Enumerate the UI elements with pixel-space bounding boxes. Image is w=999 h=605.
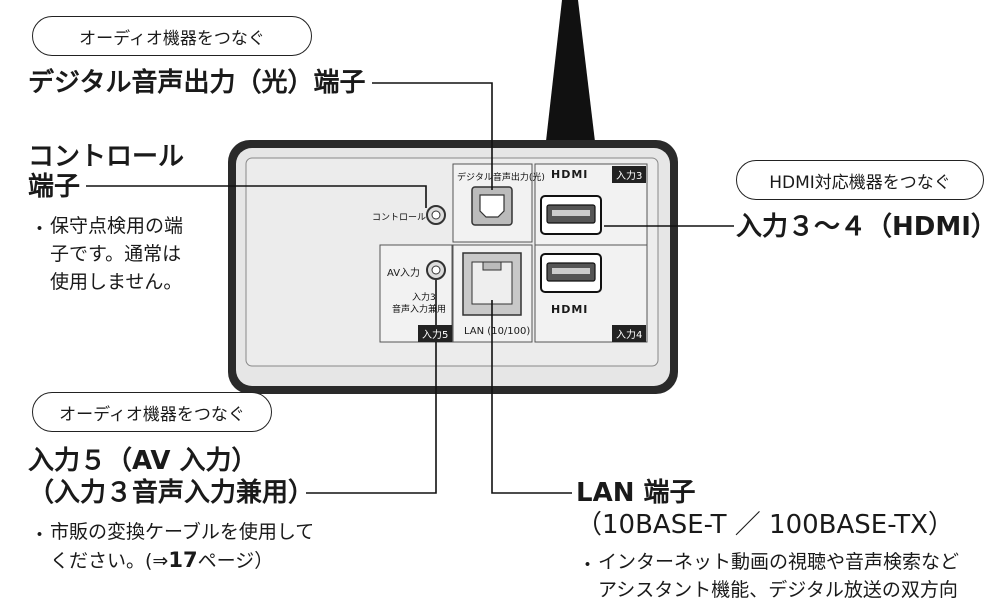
lan-leader [491, 300, 572, 494]
control-note-bullet: ・ [30, 218, 50, 240]
control-terminal-title-line2: 端子 [28, 172, 81, 202]
av-input-title-line1: 入力５（AV 入力） [28, 446, 258, 476]
control-note-line1: 保守点検用の端 [50, 215, 184, 237]
panel-av-sub2: 音声入力兼用 [392, 305, 447, 315]
control-leader [86, 185, 427, 208]
panel-control-label: コントロール [372, 213, 427, 223]
av-note-line2: ください。(⇒17ページ） [50, 548, 274, 572]
av-note-bullet: ・ [30, 524, 50, 546]
panel-lan-label: LAN (10/100) [464, 326, 531, 337]
lan-note-line2: アシスタント機能、デジタル放送の双方向 [598, 579, 958, 601]
hdmi-logo-top: HDMI [551, 168, 589, 181]
antenna-shape [545, 0, 596, 150]
panel-av-sub1: 入力3 [412, 293, 436, 303]
input3-tag: 入力3 [612, 166, 647, 183]
panel-av-label: AV入力 [387, 268, 421, 279]
hdmi-input-title: 入力３～４（HDMI） [736, 212, 997, 242]
panel-optical-label: デジタル音声出力(光) [457, 173, 545, 183]
control-note-line3: 使用しません。 [50, 271, 183, 293]
av-note-page-ref: 17 [168, 548, 198, 572]
av-leader [306, 280, 437, 494]
audio-connect-pill-top: オーディオ機器をつなぐ [32, 16, 312, 56]
lan-note-line1: インターネット動画の視聴や音声検索など [598, 551, 960, 573]
av-note-line1: 市販の変換ケーブルを使用して [50, 521, 315, 543]
input5-tag: 入力5 [418, 325, 453, 342]
hdmi-connect-pill: HDMI対応機器をつなぐ [736, 160, 984, 200]
optical-terminal-title: デジタル音声出力（光）端子 [28, 68, 366, 98]
av-input-title-line2: （入力３音声入力兼用） [28, 478, 315, 508]
control-terminal-title-line1: コントロール [28, 142, 185, 172]
optical-leader [372, 82, 493, 190]
input4-tag: 入力4 [612, 325, 647, 342]
lan-terminal-title-line2: （10BASE-T ／ 100BASE-TX） [576, 510, 954, 540]
lan-note-bullet: ・ [578, 554, 598, 576]
audio-connect-pill-bottom: オーディオ機器をつなぐ [32, 392, 272, 432]
hdmi-logo-bottom: HDMI [551, 303, 589, 316]
lan-terminal-title-line1: LAN 端子 [576, 478, 696, 508]
control-note-line2: 子です。通常は [50, 243, 182, 265]
